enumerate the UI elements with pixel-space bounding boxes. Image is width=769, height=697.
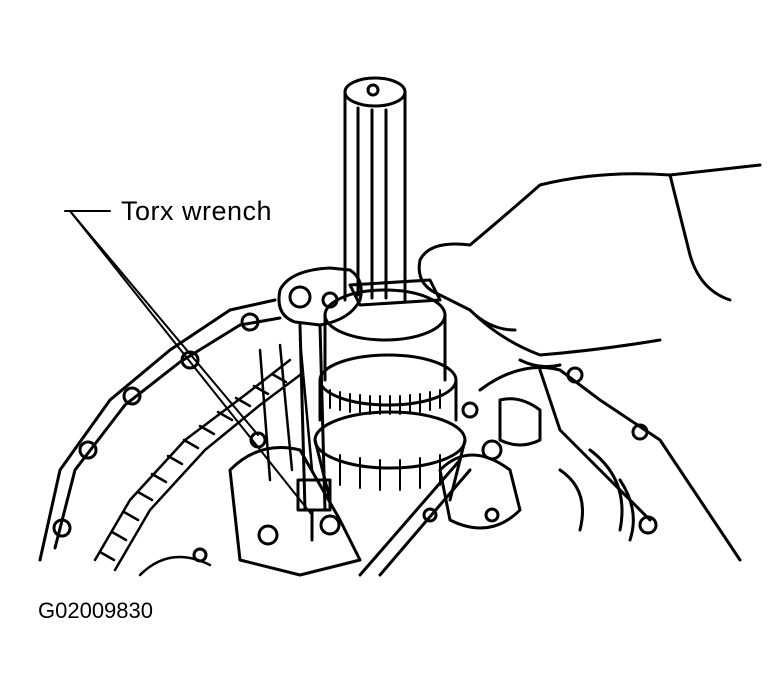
gear-stack — [313, 288, 467, 502]
lower-plate — [192, 431, 472, 577]
case-left — [38, 298, 282, 562]
callout-leader — [64, 210, 313, 516]
torx-wrench-label: Torx wrench — [121, 196, 273, 226]
case-right — [422, 366, 742, 562]
drive-chain — [93, 338, 314, 577]
hand — [417, 163, 762, 369]
main-shaft — [343, 76, 407, 302]
figure-id: G02009830 — [38, 598, 153, 623]
torx-wrench — [277, 266, 442, 542]
